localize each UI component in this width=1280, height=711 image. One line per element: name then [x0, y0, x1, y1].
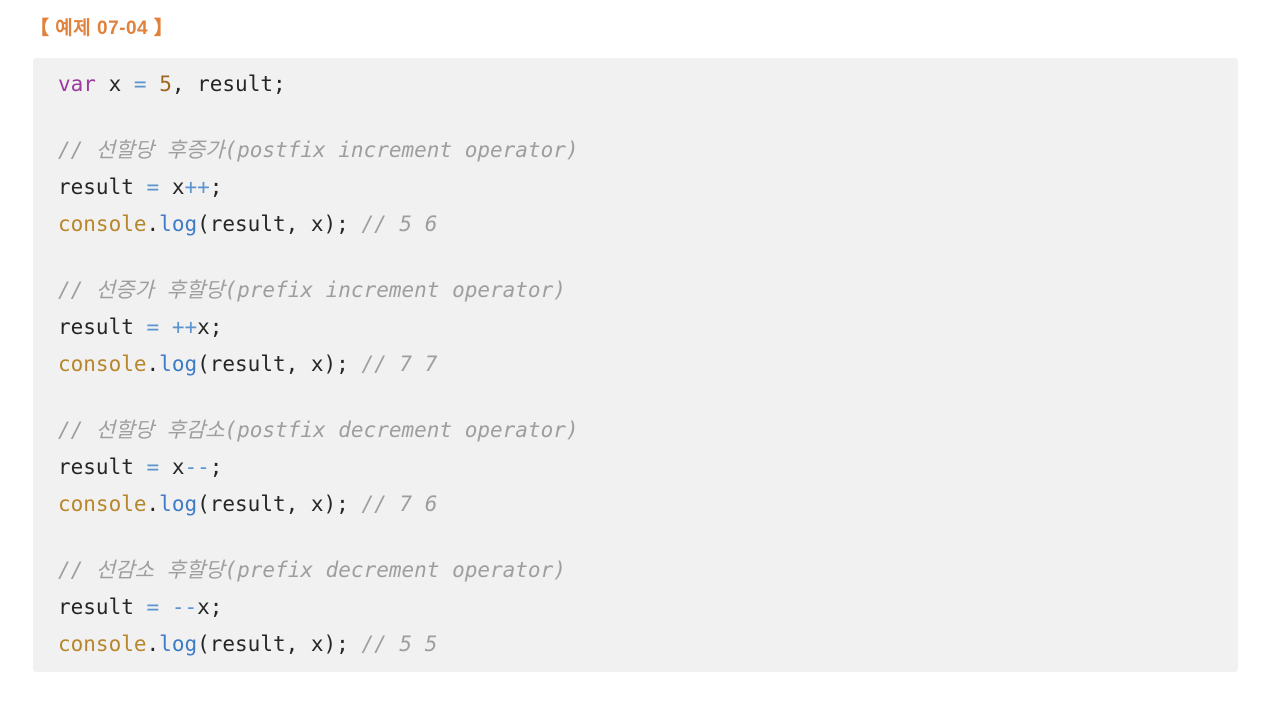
code-line: // 선할당 후감소(postfix decrement operator): [58, 412, 1213, 449]
token-comment: // 5 5: [361, 632, 438, 656]
token-builtin: console: [58, 352, 147, 376]
token-comment: // 선할당 후감소(postfix decrement operator): [58, 418, 579, 442]
code-line: console.log(result, x); // 5 5: [58, 626, 1213, 663]
code-line: var x = 5, result;: [58, 66, 1213, 103]
token-comment: // 선감소 후할당(prefix decrement operator): [58, 558, 566, 582]
token-comment: // 선증가 후할당(prefix increment operator): [58, 278, 566, 302]
token-plain: [159, 315, 172, 339]
code-line: result = x--;: [58, 449, 1213, 486]
token-plain: .: [146, 352, 160, 376]
code-line: console.log(result, x); // 5 6: [58, 206, 1213, 243]
code-line: result = ++x;: [58, 309, 1213, 346]
token-plain: (result, x);: [197, 492, 362, 516]
token-plain: , result;: [171, 72, 286, 96]
token-plain: result: [58, 315, 147, 339]
token-plain: ;: [209, 175, 223, 199]
token-plain: .: [146, 492, 160, 516]
token-plain: x: [159, 175, 185, 199]
code-line: // 선할당 후증가(postfix increment operator): [58, 132, 1213, 169]
code-line: console.log(result, x); // 7 7: [58, 346, 1213, 383]
token-plain: x: [159, 455, 185, 479]
token-plain: ;: [209, 455, 223, 479]
token-plain: (result, x);: [197, 352, 362, 376]
token-plain: result: [58, 175, 147, 199]
token-operator: ++: [184, 175, 210, 199]
token-operator: --: [184, 455, 210, 479]
token-plain: .: [146, 632, 160, 656]
token-comment: // 7 7: [361, 352, 438, 376]
token-plain: (result, x);: [197, 632, 362, 656]
code-blank-line: [58, 103, 1213, 132]
code-block: var x = 5, result; // 선할당 후증가(postfix inc…: [33, 58, 1238, 672]
token-operator: --: [171, 595, 198, 619]
code-content: var x = 5, result; // 선할당 후증가(postfix inc…: [58, 66, 1213, 663]
token-function: log: [159, 492, 198, 516]
token-operator: =: [146, 315, 160, 339]
example-title: 【 예제 07-04 】: [30, 18, 174, 39]
token-operator: =: [146, 175, 160, 199]
token-plain: x: [95, 72, 134, 96]
code-blank-line: [58, 243, 1213, 272]
token-comment: // 선할당 후증가(postfix increment operator): [58, 138, 579, 162]
token-function: log: [159, 212, 198, 236]
code-line: result = --x;: [58, 589, 1213, 626]
token-keyword: var: [58, 72, 96, 96]
token-builtin: console: [58, 212, 147, 236]
code-line: // 선증가 후할당(prefix increment operator): [58, 272, 1213, 309]
token-plain: (result, x);: [197, 212, 362, 236]
code-blank-line: [58, 523, 1213, 552]
token-plain: [159, 595, 172, 619]
token-comment: // 5 6: [361, 212, 438, 236]
token-plain: [147, 72, 160, 96]
code-blank-line: [58, 383, 1213, 412]
token-function: log: [159, 632, 198, 656]
token-plain: x;: [197, 315, 223, 339]
token-operator: ++: [171, 315, 198, 339]
token-operator: =: [146, 595, 160, 619]
token-number: 5: [159, 72, 172, 96]
token-operator: =: [133, 72, 147, 96]
token-comment: // 7 6: [361, 492, 438, 516]
code-line: result = x++;: [58, 169, 1213, 206]
token-builtin: console: [58, 492, 147, 516]
token-builtin: console: [58, 632, 147, 656]
token-plain: result: [58, 455, 147, 479]
token-plain: result: [58, 595, 147, 619]
token-function: log: [159, 352, 198, 376]
token-operator: =: [146, 455, 160, 479]
token-plain: x;: [197, 595, 223, 619]
token-plain: .: [146, 212, 160, 236]
code-line: // 선감소 후할당(prefix decrement operator): [58, 552, 1213, 589]
code-line: console.log(result, x); // 7 6: [58, 486, 1213, 523]
